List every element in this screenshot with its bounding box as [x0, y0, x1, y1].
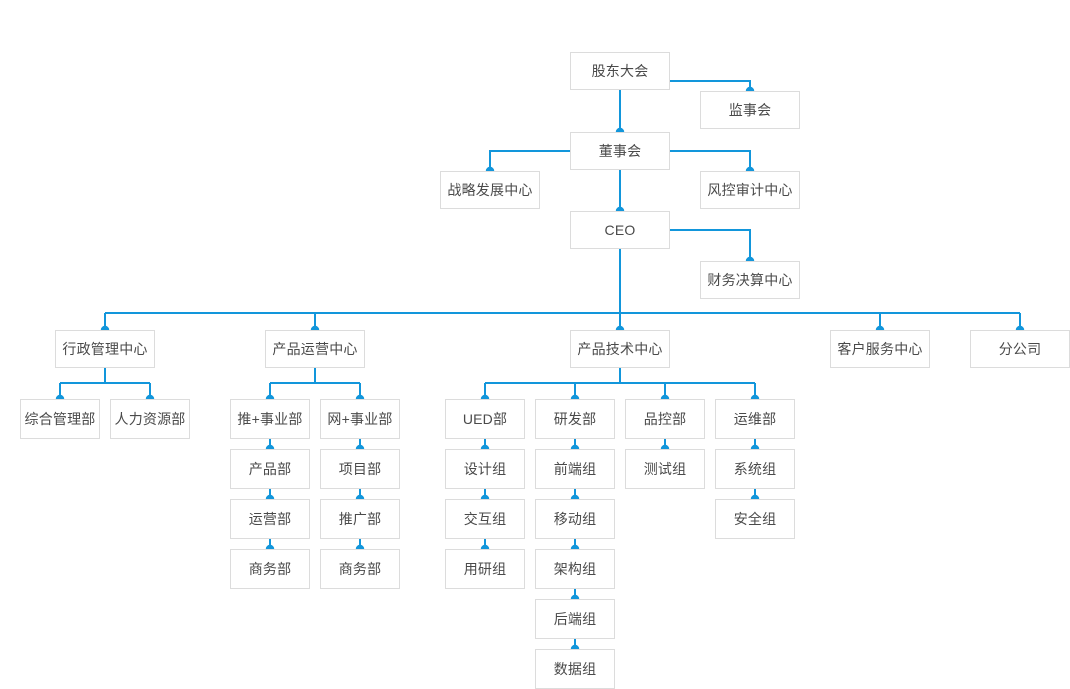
org-node-user-research-group[interactable]: 用研组 — [445, 549, 525, 589]
org-node-label: 人力资源部 — [114, 411, 186, 427]
org-node-label: 推广部 — [338, 511, 382, 527]
org-node-promotion-dept[interactable]: 推广部 — [320, 499, 400, 539]
org-node-ceo[interactable]: CEO — [570, 211, 670, 249]
org-node-label: 用研组 — [463, 561, 507, 577]
org-node-business-dept-1[interactable]: 商务部 — [230, 549, 310, 589]
org-node-branch-company[interactable]: 分公司 — [970, 330, 1070, 368]
org-node-label: 产品技术中心 — [577, 341, 663, 357]
org-node-data-group[interactable]: 数据组 — [535, 649, 615, 689]
connector-board-to-strategy — [489, 150, 570, 171]
org-node-tui-business-unit[interactable]: 推+事业部 — [230, 399, 310, 439]
org-node-label: 前端组 — [553, 461, 597, 477]
org-node-label: 运营部 — [248, 511, 292, 527]
org-node-shareholders-meeting[interactable]: 股东大会 — [570, 52, 670, 90]
org-node-label: 分公司 — [998, 341, 1042, 357]
org-node-backend-group[interactable]: 后端组 — [535, 599, 615, 639]
org-node-operation-dept[interactable]: 运营部 — [230, 499, 310, 539]
org-node-rd-dept[interactable]: 研发部 — [535, 399, 615, 439]
org-node-label: 项目部 — [338, 461, 382, 477]
org-node-label: UED部 — [462, 411, 508, 427]
org-node-label: 财务决算中心 — [707, 272, 793, 288]
org-node-label: 产品运营中心 — [272, 341, 358, 357]
connector-operation-branch — [269, 368, 361, 399]
org-node-label: 推+事业部 — [237, 411, 303, 427]
org-node-label: 监事会 — [728, 102, 772, 118]
connector-ceo-to-finance — [670, 229, 751, 261]
org-node-label: 测试组 — [643, 461, 687, 477]
org-node-board-of-directors[interactable]: 董事会 — [570, 132, 670, 170]
org-node-label: 系统组 — [733, 461, 777, 477]
org-node-label: 架构组 — [553, 561, 597, 577]
org-node-label: 网+事业部 — [327, 411, 393, 427]
org-node-customer-service-center[interactable]: 客户服务中心 — [830, 330, 930, 368]
org-node-hr-dept[interactable]: 人力资源部 — [110, 399, 190, 439]
org-node-system-group[interactable]: 系统组 — [715, 449, 795, 489]
org-node-label: 后端组 — [553, 611, 597, 627]
org-node-label: 品控部 — [643, 411, 687, 427]
org-node-label: 风控审计中心 — [707, 182, 793, 198]
org-node-mobile-group[interactable]: 移动组 — [535, 499, 615, 539]
org-node-label: 运维部 — [733, 411, 777, 427]
org-node-ops-dept[interactable]: 运维部 — [715, 399, 795, 439]
org-node-security-group[interactable]: 安全组 — [715, 499, 795, 539]
org-node-ued-dept[interactable]: UED部 — [445, 399, 525, 439]
org-node-label: 战略发展中心 — [447, 182, 533, 198]
org-node-product-operation-center[interactable]: 产品运营中心 — [265, 330, 365, 368]
org-node-board-of-supervisors[interactable]: 监事会 — [700, 91, 800, 129]
org-node-interaction-group[interactable]: 交互组 — [445, 499, 525, 539]
org-node-label: 商务部 — [338, 561, 382, 577]
org-node-test-group[interactable]: 测试组 — [625, 449, 705, 489]
org-node-finance-settlement-center[interactable]: 财务决算中心 — [700, 261, 800, 299]
org-node-label: 安全组 — [733, 511, 777, 527]
org-node-wang-business-unit[interactable]: 网+事业部 — [320, 399, 400, 439]
org-node-design-group[interactable]: 设计组 — [445, 449, 525, 489]
org-node-label: 综合管理部 — [24, 411, 96, 427]
org-node-label: 移动组 — [553, 511, 597, 527]
org-node-label: 产品部 — [248, 461, 292, 477]
org-node-label: 董事会 — [598, 143, 642, 159]
org-node-label: 商务部 — [248, 561, 292, 577]
org-node-general-management-dept[interactable]: 综合管理部 — [20, 399, 100, 439]
org-node-architecture-group[interactable]: 架构组 — [535, 549, 615, 589]
org-node-label: 交互组 — [463, 511, 507, 527]
org-node-risk-audit-center[interactable]: 风控审计中心 — [700, 171, 800, 209]
org-node-product-tech-center[interactable]: 产品技术中心 — [570, 330, 670, 368]
connector-tech-branch — [484, 368, 756, 399]
org-node-product-dept[interactable]: 产品部 — [230, 449, 310, 489]
org-node-qa-dept[interactable]: 品控部 — [625, 399, 705, 439]
connector-admin-branch — [59, 368, 151, 399]
org-node-label: 设计组 — [463, 461, 507, 477]
org-node-strategy-development-center[interactable]: 战略发展中心 — [440, 171, 540, 209]
connector-board-to-risk — [670, 150, 751, 171]
org-node-project-dept[interactable]: 项目部 — [320, 449, 400, 489]
org-node-label: 客户服务中心 — [837, 341, 923, 357]
org-node-label: CEO — [604, 222, 636, 238]
org-node-label: 股东大会 — [591, 63, 649, 79]
org-node-frontend-group[interactable]: 前端组 — [535, 449, 615, 489]
org-node-label: 研发部 — [553, 411, 597, 427]
org-node-label: 行政管理中心 — [62, 341, 148, 357]
org-node-label: 数据组 — [553, 661, 597, 677]
org-node-admin-management-center[interactable]: 行政管理中心 — [55, 330, 155, 368]
org-node-business-dept-2[interactable]: 商务部 — [320, 549, 400, 589]
